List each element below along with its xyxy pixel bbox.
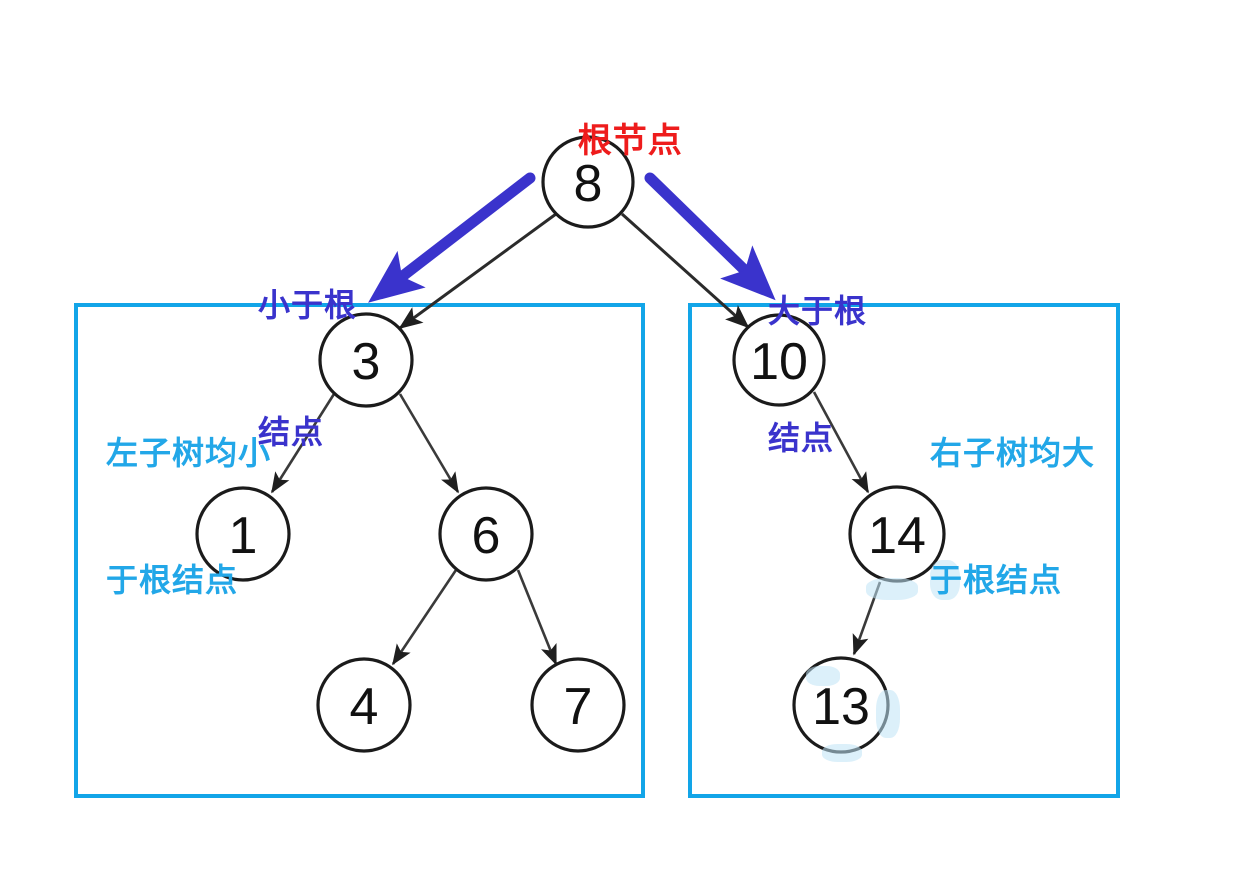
node-value-7: 7: [564, 678, 593, 736]
right-callout-label: 大于根 结点: [768, 206, 867, 544]
right-box-line2: 于根结点: [930, 562, 1063, 599]
right-box-line1: 右子树均大: [930, 435, 1096, 472]
edge-3-6: [398, 393, 460, 494]
node-circle: [438, 486, 534, 582]
node-7[interactable]: 7: [530, 657, 626, 753]
edge-6-4: [391, 569, 458, 666]
node-value-1: 1: [229, 507, 258, 565]
left-box-label: 左子树均小 于根结点: [106, 348, 271, 686]
node-13[interactable]: 13: [792, 656, 890, 754]
node-10[interactable]: 10: [732, 313, 826, 407]
left-callout-line1: 小于根: [258, 287, 358, 324]
node-14[interactable]: 14: [848, 485, 946, 583]
right-subtree-box: [688, 303, 1120, 798]
right-callout-line1: 大于根: [768, 293, 868, 330]
edge-6-7: [516, 569, 558, 666]
left-box-line1: 左子树均小: [106, 435, 272, 472]
left-box-line2: 于根结点: [106, 562, 239, 599]
left-subtree-box: [74, 303, 645, 798]
node-value-6: 6: [472, 507, 501, 565]
node-value-14: 14: [868, 507, 926, 565]
node-circle: [318, 312, 414, 408]
node-circle: [541, 135, 635, 229]
right-callout-line2: 结点: [768, 420, 835, 457]
node-circle: [316, 657, 412, 753]
edge-8-3: [398, 212, 557, 330]
node-value-4: 4: [350, 678, 379, 736]
left-callout-arrow: [368, 172, 536, 303]
node-4[interactable]: 4: [316, 657, 412, 753]
node-1[interactable]: 1: [195, 486, 291, 582]
edge-8-10: [620, 212, 750, 329]
right-box-label: 右子树均大 于根结点: [930, 348, 1095, 686]
right-callout-arrow: [644, 172, 776, 301]
left-callout-label: 小于根 结点: [258, 200, 357, 538]
root-annotation-label: 根节点: [536, 74, 683, 209]
node-value-10: 10: [750, 333, 808, 391]
node-3[interactable]: 3: [318, 312, 414, 408]
node-value-13: 13: [812, 678, 870, 736]
node-8[interactable]: 8: [541, 135, 635, 229]
node-6[interactable]: 6: [438, 486, 534, 582]
node-value-3: 3: [352, 333, 381, 391]
node-circle: [732, 313, 826, 407]
edge-14-13: [852, 581, 882, 656]
node-circle: [195, 486, 291, 582]
root-annotation-text: 根节点: [577, 121, 683, 160]
node-circle: [530, 657, 626, 753]
edge-10-14: [812, 391, 870, 494]
node-value-8: 8: [574, 155, 603, 213]
edge-3-1: [270, 393, 336, 494]
left-callout-line2: 结点: [258, 414, 325, 451]
